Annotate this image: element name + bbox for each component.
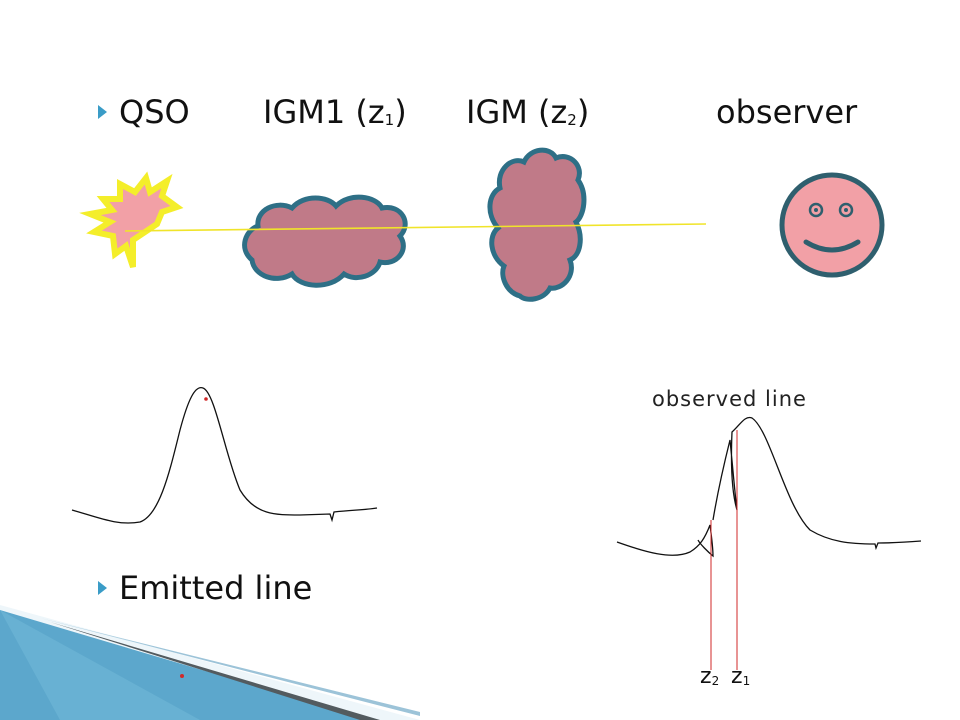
bullet-arrow-icon: [98, 105, 107, 119]
footer-dot: [180, 674, 184, 678]
z1-label: z1: [731, 664, 750, 689]
qso-star-icon: [79, 171, 184, 268]
label-igm1-subscript: 1: [384, 111, 395, 129]
label-igm2-text: IGM (z: [466, 93, 568, 131]
z2-label-subscript: 2: [711, 674, 720, 688]
label-observer: observer: [716, 92, 857, 132]
igm1-cloud-icon: [242, 194, 408, 288]
label-observer-text: observer: [716, 93, 858, 131]
sightline: [124, 223, 707, 232]
z1-label-text: z: [731, 664, 743, 689]
z2-label: z2: [700, 664, 719, 689]
label-igm1-close: ): [394, 93, 407, 131]
emitted-line-label-text: Emitted line: [119, 569, 313, 607]
label-igm2: IGM (z2): [466, 92, 589, 132]
label-igm2-subscript: 2: [567, 111, 577, 129]
observed-line-label-text: observed line: [652, 387, 807, 411]
label-igm1: IGM1 (z1): [263, 92, 407, 132]
footer-decoration: [0, 605, 420, 720]
z2-label-text: z: [700, 664, 712, 689]
igm2-cloud-icon: [487, 147, 587, 302]
observed-line-label: observed line: [652, 387, 807, 411]
label-igm1-text: IGM1 (z: [263, 93, 385, 131]
emitted-line-curve: [71, 387, 378, 524]
observer-face-icon: [779, 172, 885, 278]
label-qso: QSO: [119, 92, 190, 132]
bullet-arrow-icon-2: [98, 581, 107, 595]
emitted-line-label: Emitted line: [119, 568, 312, 608]
z1-label-subscript: 1: [742, 674, 751, 688]
emitted-line-dot: [204, 397, 208, 401]
label-qso-text: QSO: [119, 93, 190, 131]
label-igm2-close: ): [576, 93, 590, 131]
observed-line-curve: [616, 416, 922, 558]
